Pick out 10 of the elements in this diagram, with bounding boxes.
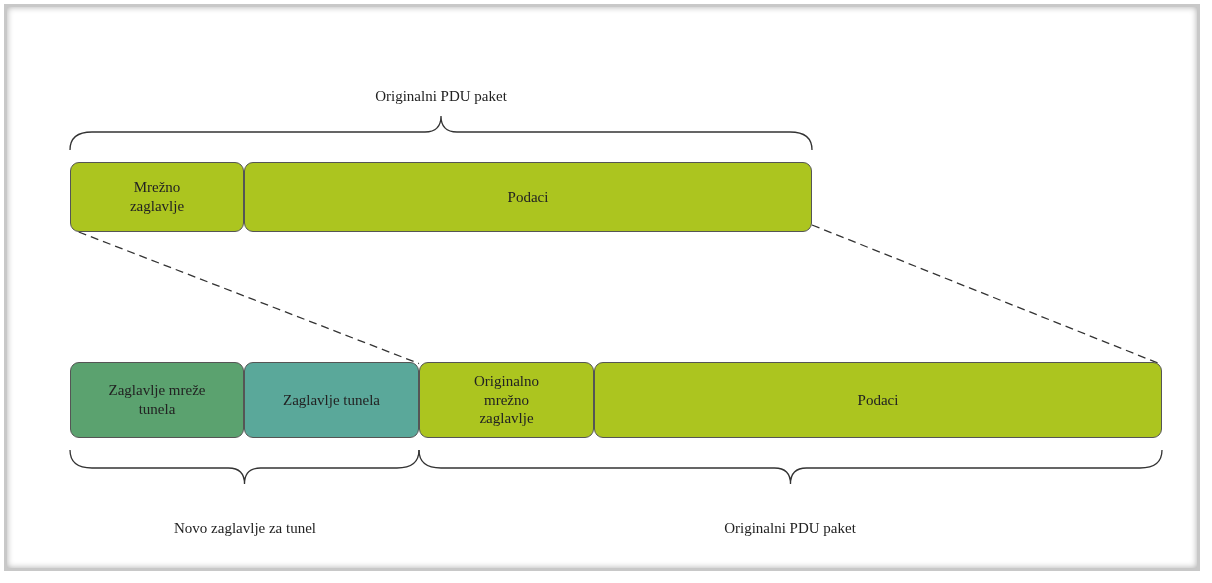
brace-label: Originalni PDU paket xyxy=(375,88,507,105)
packet-field: Zaglavlje mreže tunela xyxy=(70,362,244,438)
brace-label: Originalni PDU paket xyxy=(724,520,856,537)
packet-field: Podaci xyxy=(244,162,812,232)
brace-label: Novo zaglavlje za tunel xyxy=(174,520,316,537)
packet-field: Mrežno zaglavlje xyxy=(70,162,244,232)
dashed-line xyxy=(78,231,420,365)
packet-field: Podaci xyxy=(594,362,1162,438)
packet-field: Originalno mrežno zaglavlje xyxy=(419,362,594,438)
packet-field: Zaglavlje tunela xyxy=(244,362,419,438)
